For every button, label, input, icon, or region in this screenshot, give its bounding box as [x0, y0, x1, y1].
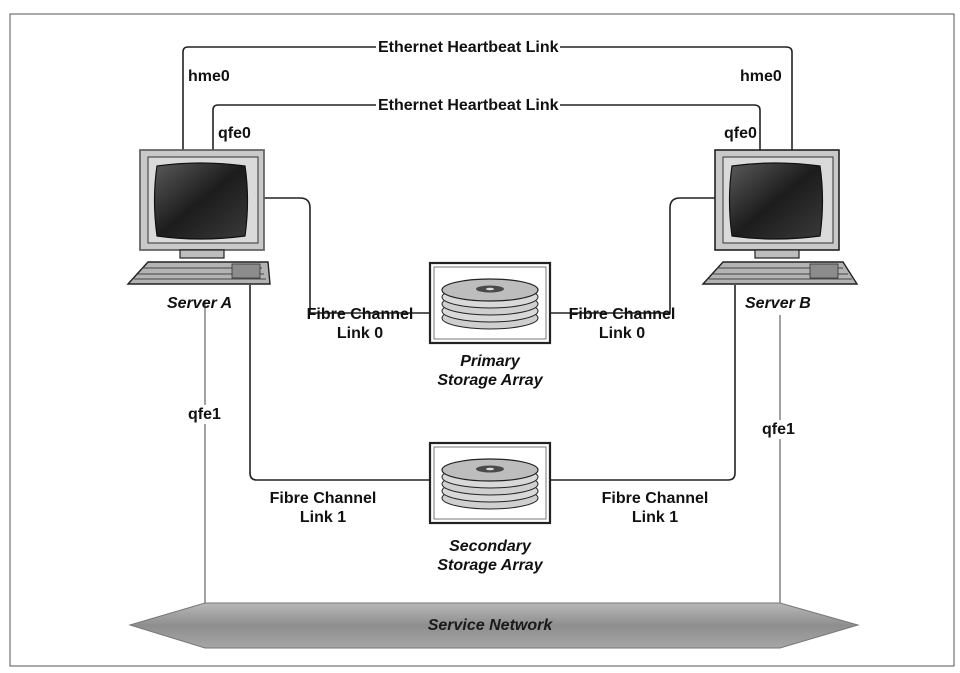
fc-link1-right-line1: Fibre Channel: [601, 490, 709, 507]
fc-link1-left-line2: Link 1: [299, 509, 347, 526]
fc-link1-a: [249, 285, 430, 481]
fc-link1-right-line2: Link 1: [631, 509, 679, 526]
secondary-storage-icon: [428, 441, 552, 525]
primary-storage-line2: Storage Array: [437, 372, 543, 389]
fc-link0-right-line2: Link 0: [598, 325, 646, 342]
fc-link1-right-label: Fibre Channel Link 1: [590, 489, 720, 527]
fc-link0-right-label: Fibre Channel Link 0: [557, 305, 687, 343]
primary-storage-line1: Primary: [460, 353, 520, 370]
server-a-qfe0-label: qfe0: [218, 125, 251, 142]
server-b-qfe0-label: qfe0: [724, 125, 757, 142]
heartbeat-link-label-bottom: Ethernet Heartbeat Link: [376, 96, 561, 115]
secondary-storage-label: Secondary Storage Array: [410, 537, 570, 575]
service-network-band: [128, 602, 860, 649]
secondary-storage-line1: Secondary: [449, 538, 531, 555]
fc-link0-left-label: Fibre Channel Link 0: [295, 305, 425, 343]
fc-link1-left-label: Fibre Channel Link 1: [258, 489, 388, 527]
secondary-storage-line2: Storage Array: [437, 557, 543, 574]
server-a-hme0-label: hme0: [188, 68, 230, 85]
server-b-label: Server B: [745, 295, 811, 312]
fc-link0-left-line2: Link 0: [336, 325, 384, 342]
fc-link1-b: [550, 285, 736, 481]
diagram-frame: [9, 13, 955, 667]
fc-link0-a: [262, 197, 430, 314]
fc-link1-left-line1: Fibre Channel: [269, 490, 377, 507]
heartbeat-link-label-top: Ethernet Heartbeat Link: [376, 38, 561, 57]
primary-storage-icon: [428, 261, 552, 345]
server-b-hme0-label: hme0: [740, 68, 782, 85]
service-network-label: Service Network: [427, 617, 553, 634]
server-a-qfe1-label: qfe1: [186, 405, 223, 424]
server-a-computer: [126, 149, 271, 285]
fc-link0-b: [550, 197, 715, 314]
primary-storage-label: Primary Storage Array: [410, 352, 570, 390]
fc-link0-right-line1: Fibre Channel: [568, 306, 676, 323]
fc-link0-left-line1: Fibre Channel: [306, 306, 414, 323]
server-b-computer: [701, 149, 859, 285]
server-a-label: Server A: [167, 295, 233, 312]
server-b-qfe1-label: qfe1: [760, 420, 797, 439]
